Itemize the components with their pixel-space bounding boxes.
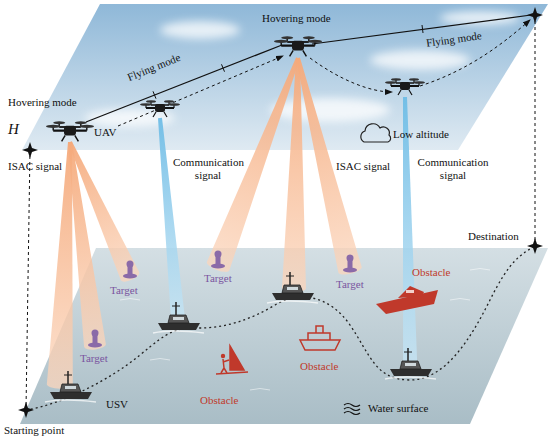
waypoint-label: Destination	[468, 230, 519, 243]
speedboat-obstacle	[376, 286, 438, 314]
usv-icon	[267, 272, 318, 303]
signal-label: ISAC signal	[8, 160, 62, 173]
waypoint-label: Starting point	[4, 424, 64, 437]
flight-path	[312, 15, 531, 44]
uav-icon	[385, 78, 425, 95]
target-marker	[211, 251, 225, 269]
height-guide	[26, 150, 30, 410]
uav-icon	[46, 121, 94, 141]
obstacle-label: Obstacle	[300, 360, 338, 373]
wave-icon	[344, 404, 360, 415]
signal-label: Communication signal	[173, 156, 243, 182]
layer-label: Water surface	[368, 402, 429, 415]
vehicle-label: USV	[106, 398, 128, 411]
waypoint-star	[527, 238, 543, 254]
sky-plane	[22, 4, 548, 150]
uav-icon	[140, 100, 180, 117]
signal-label: ISAC signal	[336, 160, 390, 173]
usv-icon	[45, 371, 96, 402]
flight-path	[310, 58, 392, 92]
usv-icon	[153, 302, 204, 333]
target-label: Target	[80, 352, 108, 365]
target-label: Target	[204, 272, 232, 285]
waypoint-star	[18, 402, 34, 418]
target-label: Target	[336, 278, 364, 291]
isac-beam	[61, 138, 141, 284]
vehicle-label: UAV	[94, 126, 116, 139]
path-tick	[222, 64, 225, 71]
usv-icon	[385, 348, 436, 379]
mode-label: Hovering mode	[8, 96, 77, 109]
signal-label: Communication signal	[416, 156, 490, 182]
waypoint-star	[22, 142, 38, 158]
height-guide	[535, 15, 536, 246]
flight-path	[86, 45, 282, 122]
mode-label: Hovering mode	[262, 12, 331, 25]
target-label: Target	[110, 284, 138, 297]
path-tick	[422, 25, 423, 33]
layer-label: Low altitude	[393, 128, 449, 141]
target-marker	[123, 261, 137, 279]
flight-path	[420, 20, 530, 86]
uav-icon	[274, 36, 322, 56]
ship-obstacle	[300, 326, 340, 350]
height-label: H	[8, 120, 19, 138]
target-marker	[88, 330, 102, 348]
obstacle-label: Obstacle	[200, 394, 238, 407]
communication-beam	[153, 117, 185, 321]
waypoint-star	[527, 7, 543, 23]
target-marker	[343, 255, 357, 273]
windsurfer-obstacle	[216, 346, 248, 374]
path-tick	[153, 91, 156, 98]
obstacle-label: Obstacle	[412, 266, 450, 279]
cloud-icon	[361, 124, 391, 142]
